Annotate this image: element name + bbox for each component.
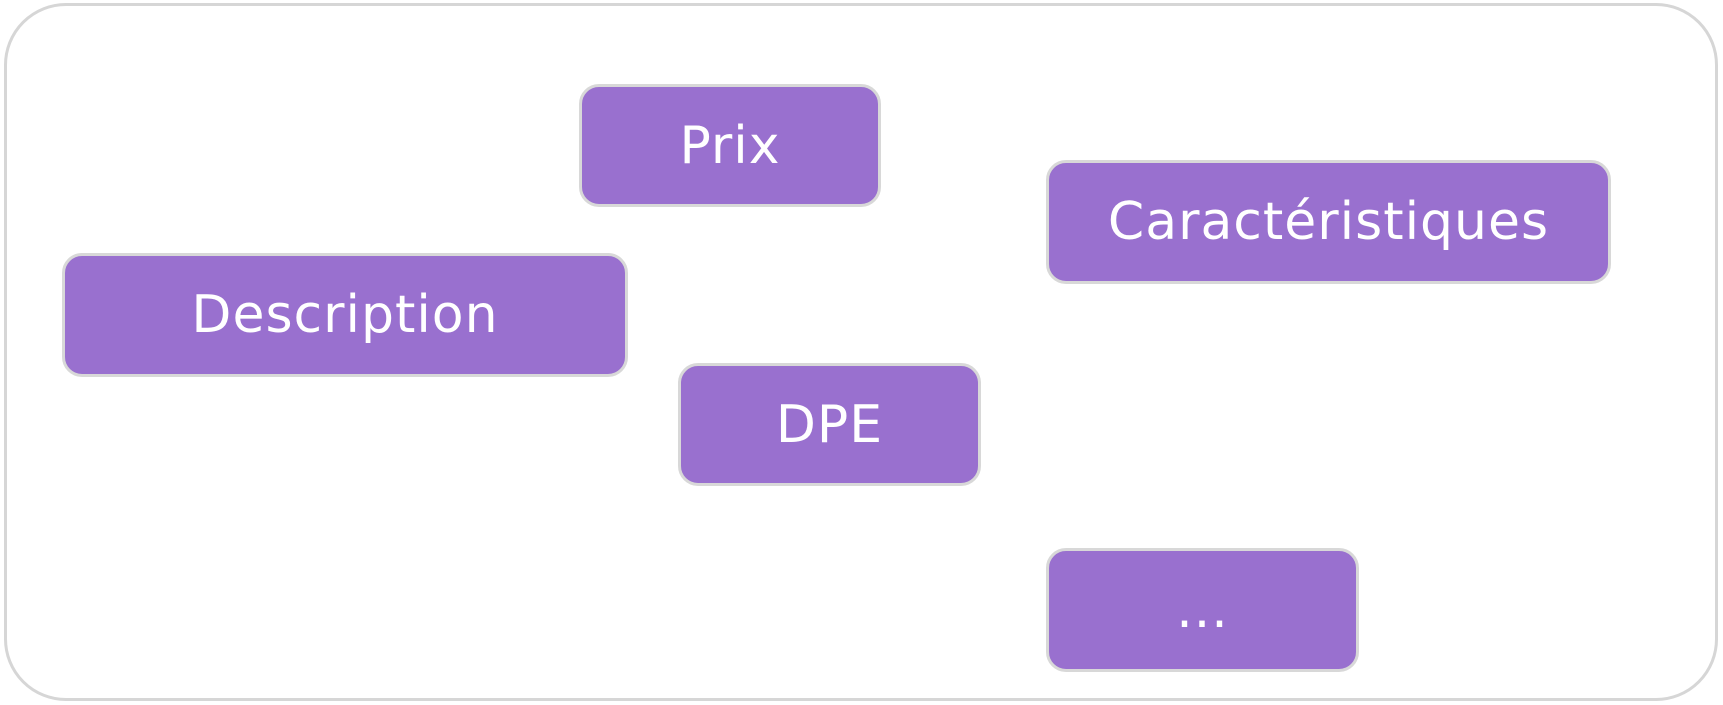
- tag-prix: Prix: [579, 84, 881, 207]
- tag-caracteristiques: Caractéristiques: [1046, 160, 1611, 284]
- tag-label: Prix: [679, 115, 781, 176]
- tag-ellipsis: ...: [1046, 548, 1359, 672]
- tag-label: Caractéristiques: [1107, 192, 1550, 252]
- tag-label: Description: [191, 285, 499, 345]
- tag-label: DPE: [775, 394, 884, 455]
- tag-description: Description: [62, 253, 628, 377]
- tag-dpe: DPE: [678, 363, 981, 486]
- tag-label: ...: [1176, 580, 1229, 640]
